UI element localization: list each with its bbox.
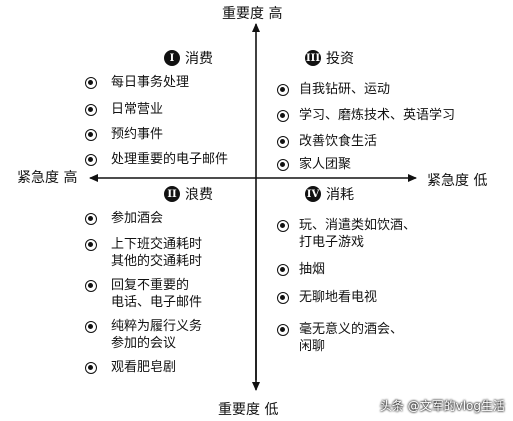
quadrant-2-title: II 浪费 — [164, 184, 213, 204]
q2-item-4b: 参加的会议 — [111, 336, 177, 351]
q1-item-1: 每日事务处理 — [111, 75, 190, 90]
q2-item-5: 观看肥皂剧 — [111, 360, 177, 375]
quadrant-4-numeral: IV — [305, 186, 321, 202]
q4-item-4b: 闲聊 — [299, 339, 326, 354]
q3-item-1: 自我钻研、运动 — [299, 82, 391, 97]
bullet-icon — [85, 321, 97, 333]
bullet-icon — [277, 324, 289, 336]
axis-label-top: 重要度 高 — [222, 6, 283, 22]
axis-label-right: 紧急度 低 — [427, 173, 488, 189]
q1-item-4: 处理重要的电子邮件 — [111, 152, 229, 167]
bullet-icon — [85, 280, 97, 292]
bullet-icon — [85, 129, 97, 141]
bullet-icon — [277, 159, 289, 171]
bullet-icon — [85, 239, 97, 251]
bullet-icon — [277, 292, 289, 304]
bullet-icon — [277, 220, 289, 232]
q3-item-4: 家人团聚 — [299, 157, 352, 172]
quadrant-3-title: III 投资 — [305, 48, 354, 68]
axis-label-left: 紧急度 高 — [17, 170, 78, 186]
bullet-icon — [277, 110, 289, 122]
watermark: 头条 @文军的vlog生活 — [379, 399, 505, 413]
bullet-icon — [277, 136, 289, 148]
q4-item-2: 抽烟 — [299, 262, 326, 277]
q4-item-4: 毫无意义的酒会、 — [299, 322, 404, 337]
q1-item-2: 日常营业 — [111, 102, 164, 117]
bullet-icon — [85, 154, 97, 166]
q2-item-3: 回复不重要的 — [111, 278, 190, 293]
q4-item-3: 无聊地看电视 — [299, 290, 378, 305]
q2-item-1: 参加酒会 — [111, 211, 164, 226]
bullet-icon — [277, 84, 289, 96]
quadrant-1-numeral: I — [164, 50, 180, 66]
bullet-icon — [85, 362, 97, 374]
quadrant-3-label: 投资 — [326, 51, 354, 67]
q1-item-3: 预约事件 — [111, 127, 164, 142]
quadrant-3-numeral: III — [305, 50, 321, 66]
q2-item-2b: 其他的交通耗时 — [111, 254, 203, 269]
bullet-icon — [85, 213, 97, 225]
q4-item-1: 玩、消遣类如饮酒、 — [299, 218, 417, 233]
axis-label-bottom: 重要度 低 — [218, 402, 279, 418]
q3-item-3: 改善饮食生活 — [299, 134, 378, 149]
bullet-icon — [85, 104, 97, 116]
quadrant-1-title: I 消费 — [164, 48, 213, 68]
bullet-icon — [277, 264, 289, 276]
quadrant-4-label: 消耗 — [326, 187, 354, 203]
q4-item-1b: 打电子游戏 — [299, 235, 365, 250]
q2-item-4: 纯粹为履行义务 — [111, 319, 203, 334]
bullet-icon — [85, 77, 97, 89]
quadrant-4-title: IV 消耗 — [305, 184, 354, 204]
quadrant-2-label: 浪费 — [185, 187, 213, 203]
quadrant-1-label: 消费 — [185, 51, 213, 67]
q3-item-2: 学习、磨炼技术、英语学习 — [299, 108, 456, 123]
q2-item-3b: 电话、电子邮件 — [111, 295, 203, 310]
q2-item-2: 上下班交通耗时 — [111, 237, 203, 252]
quadrant-2-numeral: II — [164, 186, 180, 202]
